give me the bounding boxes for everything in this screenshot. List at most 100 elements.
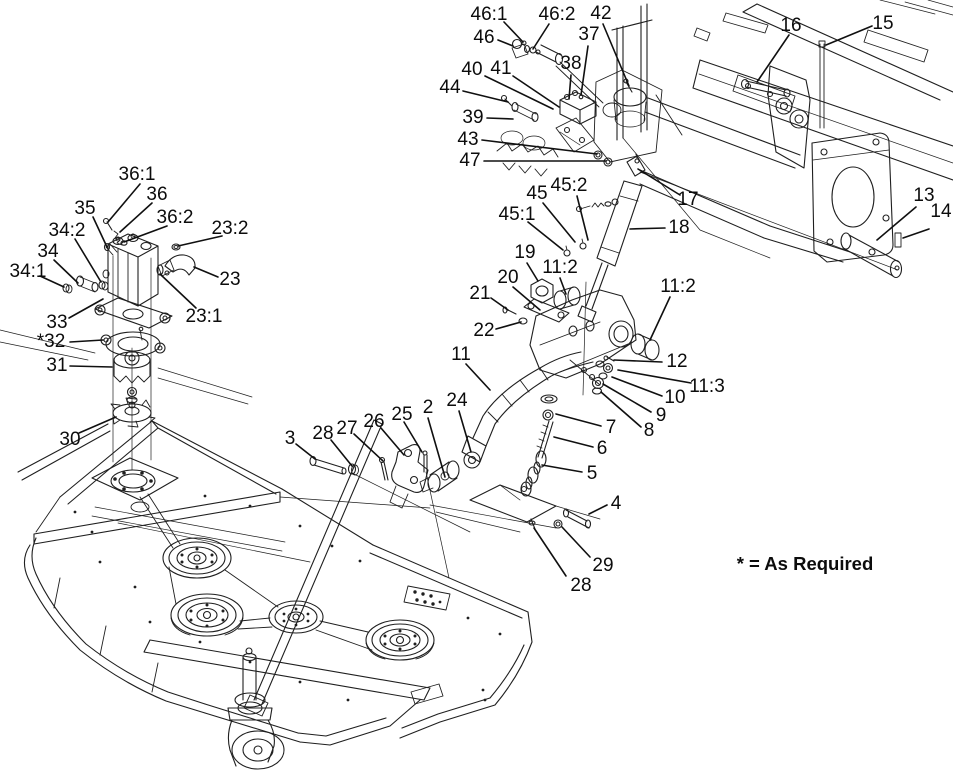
callout-label: 29 bbox=[592, 555, 613, 576]
callout-label: 40 bbox=[461, 59, 482, 80]
leader-line bbox=[613, 359, 663, 363]
leader-lines-layer bbox=[39, 21, 930, 577]
callout-label: 44 bbox=[439, 77, 461, 98]
leader-line bbox=[69, 339, 104, 343]
callout-label: 39 bbox=[462, 107, 483, 128]
chain-hanger-drawing bbox=[429, 420, 601, 533]
leader-line bbox=[588, 504, 608, 515]
callout-label: 17 bbox=[677, 189, 698, 210]
leader-line bbox=[526, 262, 539, 282]
leader-line bbox=[629, 227, 666, 230]
leader-line bbox=[637, 168, 681, 196]
callout-label: 27 bbox=[336, 418, 357, 439]
valve-assembly-drawing bbox=[496, 38, 613, 177]
leader-line bbox=[503, 21, 524, 43]
callout-label: 8 bbox=[644, 420, 655, 441]
leader-line bbox=[617, 369, 692, 384]
callout-label: 11:2 bbox=[542, 257, 578, 278]
pto-shaft-drawing bbox=[309, 444, 471, 579]
leader-line bbox=[602, 23, 630, 87]
callout-label: 4 bbox=[611, 493, 622, 514]
callout-label: 28 bbox=[312, 423, 333, 444]
callout-label: 46:2 bbox=[539, 4, 576, 25]
lift-bracket-drawing bbox=[461, 278, 660, 469]
callout-label: 9 bbox=[656, 405, 667, 426]
callout-label: 42 bbox=[590, 3, 611, 24]
leader-line bbox=[490, 297, 509, 311]
callout-label: 33 bbox=[46, 312, 67, 333]
callout-label: 11 bbox=[451, 344, 471, 365]
as-required-note: * = As Required bbox=[737, 553, 874, 574]
callout-label: 6 bbox=[597, 438, 608, 459]
callout-label: 37 bbox=[578, 24, 599, 45]
leader-line bbox=[458, 410, 472, 453]
leader-line bbox=[462, 90, 509, 103]
callout-label: 16 bbox=[780, 15, 801, 36]
callout-label: 23:2 bbox=[212, 218, 249, 239]
deck-pulley-4 bbox=[365, 619, 435, 661]
callout-label: 30 bbox=[59, 429, 80, 450]
mower-deck-drawing bbox=[0, 329, 533, 770]
leader-line bbox=[559, 277, 567, 295]
leader-line bbox=[92, 216, 108, 248]
leader-line bbox=[553, 436, 594, 448]
leader-line bbox=[330, 439, 353, 467]
leader-line bbox=[497, 39, 514, 47]
lift-cylinder-drawing bbox=[563, 153, 899, 323]
leader-line bbox=[555, 413, 602, 427]
callout-label: 5 bbox=[587, 463, 598, 484]
leader-line bbox=[481, 139, 598, 155]
leader-line bbox=[561, 526, 591, 558]
leader-line bbox=[403, 421, 423, 453]
callout-label: 25 bbox=[391, 404, 412, 425]
callout-label: 35 bbox=[74, 198, 95, 219]
deck-pulley-1 bbox=[162, 537, 232, 579]
leader-line bbox=[532, 23, 550, 50]
callout-label: 34 bbox=[37, 241, 59, 262]
deck-pulley-3 bbox=[268, 600, 324, 634]
callout-label: 36:2 bbox=[157, 207, 194, 228]
leader-line bbox=[484, 75, 554, 110]
leader-line bbox=[53, 259, 79, 284]
leader-line bbox=[541, 464, 583, 473]
leader-line bbox=[123, 225, 168, 243]
leader-line bbox=[495, 321, 522, 330]
callout-label: 18 bbox=[668, 217, 689, 238]
callout-label: 21 bbox=[469, 283, 490, 304]
callout-label: 43 bbox=[457, 129, 478, 150]
caster-wheel-drawing bbox=[227, 647, 285, 770]
leader-line bbox=[68, 298, 104, 319]
callout-label: 36 bbox=[146, 184, 167, 205]
leader-line bbox=[107, 183, 141, 223]
callout-label: 23:1 bbox=[186, 306, 223, 327]
callout-label: 24 bbox=[446, 390, 468, 411]
leader-line bbox=[465, 363, 491, 391]
leader-line bbox=[353, 433, 384, 462]
leader-line bbox=[825, 25, 873, 46]
callout-label: 45:2 bbox=[551, 175, 588, 196]
callout-label: 13 bbox=[913, 185, 934, 206]
leader-line bbox=[380, 427, 405, 456]
leader-line bbox=[902, 228, 930, 239]
leader-line bbox=[119, 202, 153, 233]
leader-line bbox=[295, 443, 316, 460]
leader-line bbox=[69, 365, 113, 368]
callout-label: 26 bbox=[363, 411, 384, 432]
callout-label: 31 bbox=[46, 355, 67, 376]
leader-line bbox=[602, 383, 652, 413]
callout-label: 46:1 bbox=[471, 4, 508, 25]
tractor-frame-drawing bbox=[593, 0, 953, 279]
callout-label: 19 bbox=[514, 242, 535, 263]
callout-label: *32 bbox=[37, 331, 66, 352]
leader-line bbox=[649, 296, 671, 341]
callout-label: 22 bbox=[473, 320, 494, 341]
leader-line bbox=[39, 275, 65, 288]
callout-label: 34:1 bbox=[10, 261, 47, 282]
callout-label: 41 bbox=[490, 58, 511, 79]
callout-label: 46 bbox=[473, 27, 494, 48]
leader-line bbox=[193, 266, 219, 278]
leader-line bbox=[611, 376, 663, 397]
leader-line bbox=[533, 527, 567, 577]
